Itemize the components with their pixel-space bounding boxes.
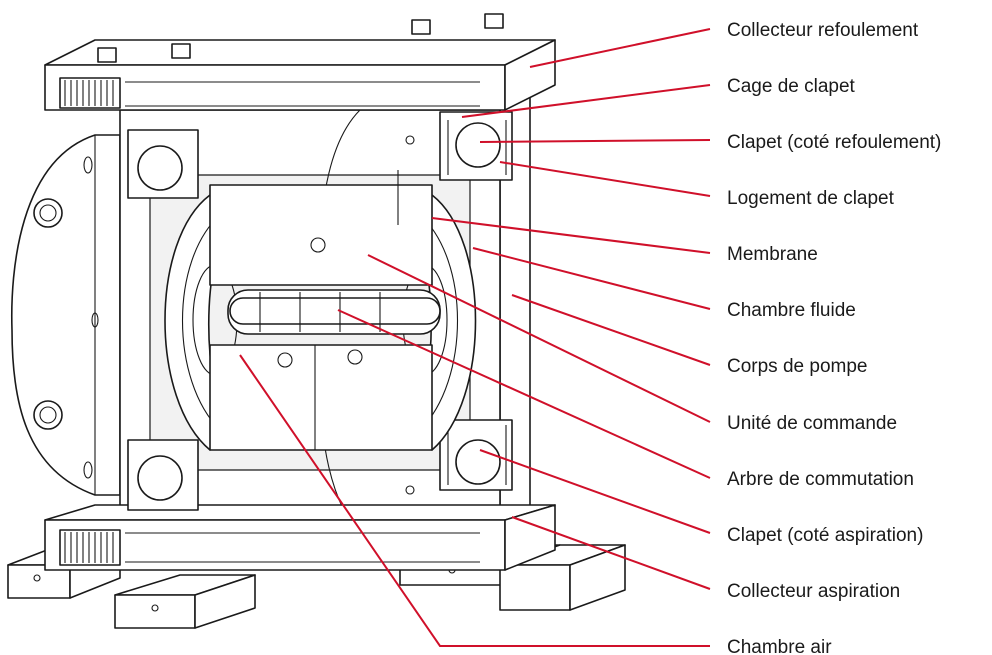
label-chambre-air: Chambre air (727, 637, 832, 655)
valves (127, 111, 513, 511)
label-arbre-de-commutation: Arbre de commutation (727, 469, 914, 490)
switching-shaft (227, 289, 441, 335)
discharge-manifold (44, 13, 556, 111)
leader-lines (239, 28, 711, 647)
label-collecteur-aspiration: Collecteur aspiration (727, 581, 900, 602)
label-clapet-refoulement: Clapet (coté refoulement) (727, 132, 941, 153)
control-unit (209, 170, 433, 451)
diaphragms (164, 194, 477, 451)
label-collecteur-refoulement: Collecteur refoulement (727, 20, 919, 41)
labels: Collecteur refoulement Cage de clapet Cl… (727, 20, 941, 655)
label-corps-de-pompe: Corps de pompe (727, 356, 867, 377)
label-logement-de-clapet: Logement de clapet (727, 188, 895, 209)
label-unite-de-commande: Unité de commande (727, 413, 897, 434)
pump-illustration (7, 13, 626, 629)
top-bolts (97, 13, 504, 63)
label-cage-de-clapet: Cage de clapet (727, 76, 856, 97)
suction-manifold (44, 504, 556, 571)
left-air-cover (10, 134, 121, 496)
label-chambre-fluide: Chambre fluide (727, 300, 856, 321)
label-clapet-aspiration: Clapet (coté aspiration) (727, 525, 923, 546)
label-membrane: Membrane (727, 244, 818, 265)
